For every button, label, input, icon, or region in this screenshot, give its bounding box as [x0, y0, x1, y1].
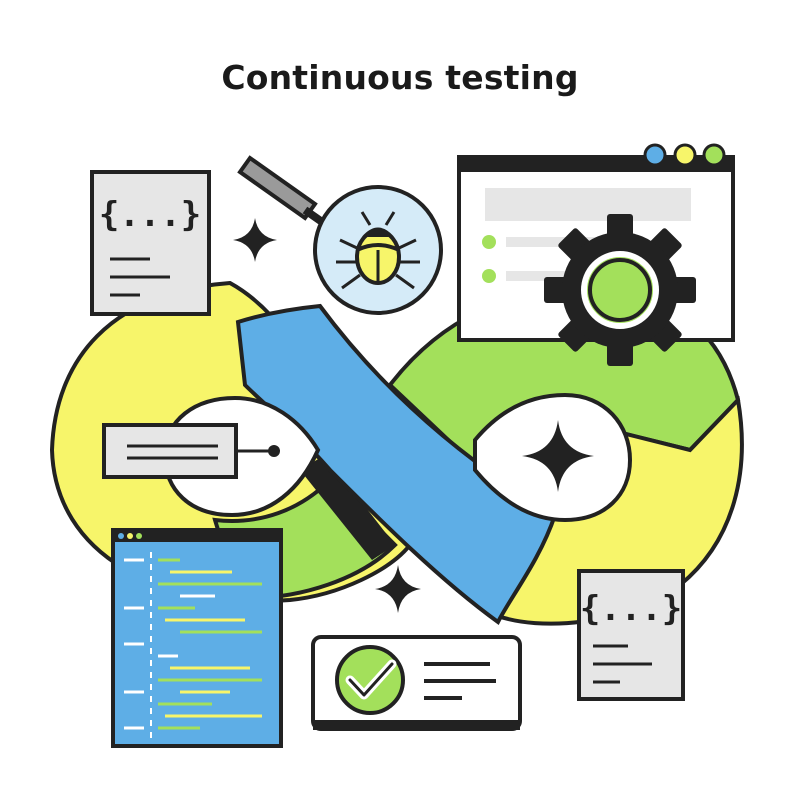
magnifier-bug-icon — [237, 155, 443, 315]
sparkle-icon — [375, 565, 421, 613]
sparkle-icon — [522, 420, 594, 492]
code-snippet-label: {...} — [580, 589, 682, 629]
gear-icon — [544, 214, 696, 366]
code-editor-icon — [111, 528, 283, 748]
infinity-shadow-band — [300, 455, 395, 560]
code-document-icon: {...} — [90, 170, 211, 316]
tag-label-icon — [102, 423, 280, 479]
check-card-icon — [311, 635, 522, 731]
code-document-icon: {...} — [577, 569, 685, 701]
page-title: Continuous testing — [221, 58, 579, 97]
code-snippet-label: {...} — [99, 195, 201, 235]
sparkle-icon — [233, 218, 277, 262]
infinity-blue-band — [235, 303, 558, 626]
bug-icon — [336, 211, 420, 290]
